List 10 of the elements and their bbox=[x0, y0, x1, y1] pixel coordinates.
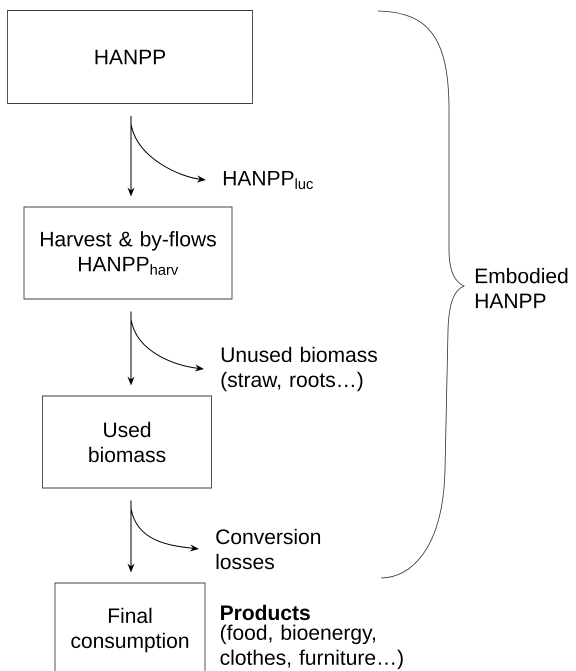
products-heading: Products bbox=[221, 604, 310, 620]
process-box: Used biomass bbox=[42, 396, 212, 488]
process-box: Final consumption bbox=[54, 582, 206, 671]
flow-label: HANPP$_{luc}$ bbox=[224, 170, 313, 190]
process-box: HANPP bbox=[7, 10, 253, 104]
process-box: Harvest & by-flows HANPP$_{harv}$ bbox=[24, 206, 232, 300]
products-note: (food, bioenergy, clothes, furniture…) bbox=[220, 624, 403, 670]
brace-label: Embodied HANPP bbox=[476, 268, 568, 308]
flow-label: Unused biomass (straw, roots…) bbox=[222, 346, 377, 392]
flow-label: Conversion losses bbox=[216, 528, 320, 570]
